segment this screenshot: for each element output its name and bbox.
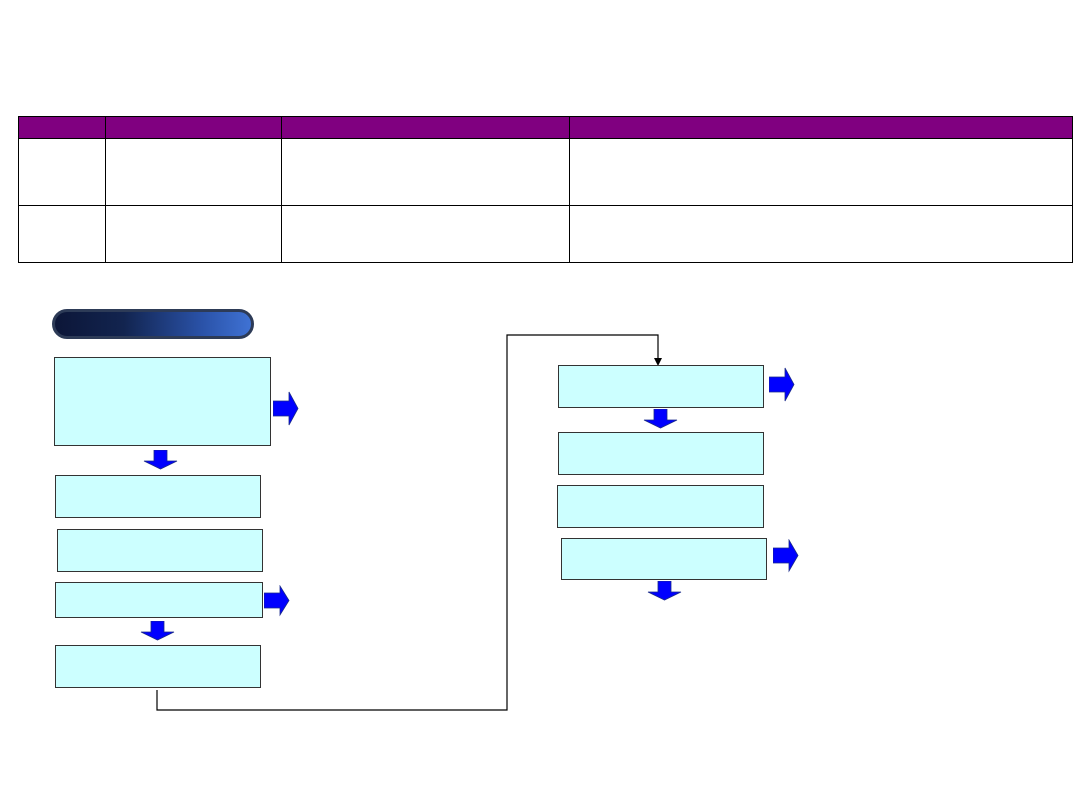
table-header-row <box>18 116 1073 139</box>
info-table <box>18 116 1073 263</box>
table-cell <box>569 205 1073 263</box>
right-arrow-icon <box>773 539 799 573</box>
table-header-cell <box>105 116 282 139</box>
table-header-cell <box>18 116 106 139</box>
table-cell <box>281 205 570 263</box>
down-arrow-icon <box>143 450 178 470</box>
right-arrow-icon <box>264 585 290 617</box>
table-row <box>18 138 1073 206</box>
table-row <box>18 205 1073 263</box>
down-arrow-icon <box>140 621 175 641</box>
flow-step-box <box>558 432 764 475</box>
table-header-cell <box>281 116 570 139</box>
flow-title-pill <box>52 309 254 339</box>
table-cell <box>18 205 106 263</box>
flow-step-box <box>558 365 764 408</box>
connector-arrowhead <box>654 358 662 366</box>
flow-step-box <box>55 582 263 618</box>
flow-step-box <box>561 538 767 580</box>
table-cell <box>281 138 570 206</box>
down-arrow-icon <box>643 409 678 429</box>
flow-step-box <box>55 475 261 518</box>
flow-step-box <box>57 529 263 572</box>
connector-line <box>156 334 659 711</box>
right-arrow-icon <box>769 367 795 402</box>
down-arrow-icon <box>647 581 682 601</box>
flow-step-box <box>54 357 271 446</box>
table-cell <box>105 138 282 206</box>
flow-step-box <box>557 485 764 528</box>
right-arrow-icon <box>273 391 299 426</box>
table-cell <box>18 138 106 206</box>
flow-step-box <box>55 645 261 688</box>
